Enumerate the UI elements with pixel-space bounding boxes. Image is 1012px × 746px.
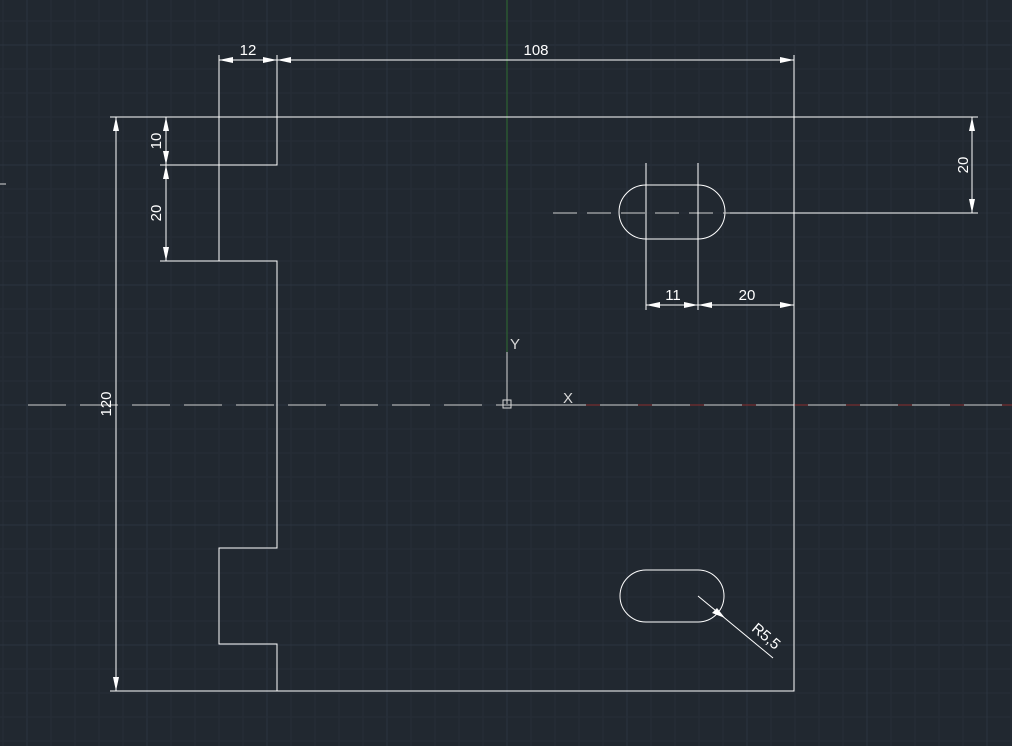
ucs-icon[interactable]: Y X	[502, 336, 573, 409]
dimension-top-notch-width[interactable]: 12	[218, 42, 278, 117]
dimension-text-r55: R5,5	[748, 620, 783, 653]
dimension-overall-height[interactable]: 120	[98, 116, 277, 692]
slot-lower[interactable]	[619, 569, 725, 623]
ucs-y-label: Y	[510, 336, 520, 353]
dimension-slot-center-spacing[interactable]: 11	[645, 163, 699, 310]
dimension-overall-width[interactable]: 108	[277, 42, 795, 117]
dimension-top-notch-depth[interactable]: 10	[148, 116, 219, 166]
dimension-text-11: 11	[665, 287, 681, 304]
dimension-text-120: 120	[98, 391, 115, 416]
dimension-text-10: 10	[148, 133, 165, 150]
dimension-text-20-bottom: 20	[739, 287, 756, 304]
dimension-notch-height[interactable]: 20	[148, 165, 219, 262]
dimension-text-12: 12	[240, 42, 257, 59]
dimension-text-108: 108	[523, 42, 548, 59]
dimension-text-20-left: 20	[148, 205, 165, 222]
ucs-origin-marker	[502, 399, 512, 409]
dimension-text-20-right: 20	[955, 157, 972, 174]
dimension-slot-offset-top[interactable]: 20	[730, 116, 978, 214]
slot-upper[interactable]	[618, 184, 726, 240]
ucs-x-label: X	[563, 390, 573, 407]
dimension-slot-offset-right[interactable]: 20	[698, 287, 794, 308]
